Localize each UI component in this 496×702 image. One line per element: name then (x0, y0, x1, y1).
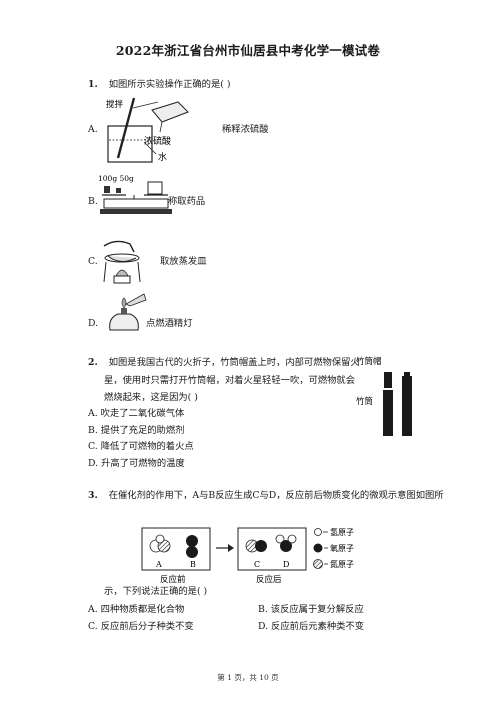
crucible-tongs (103, 240, 135, 253)
beaker (107, 125, 153, 163)
label-water: 水 (158, 151, 167, 163)
molecule-b (186, 535, 198, 547)
q2-stem-line2: 星，使用时只需打开竹筒帽，对着火星轻轻一吹，可燃物就会 (104, 375, 356, 386)
q3-option-a: A. 四种物质都是化合物 (88, 604, 185, 615)
q3-figure-reaction: A B C D 反应前 反应后 氢原子 氧原子 氮原子 (141, 527, 354, 584)
q1-option-a-text: 稀释浓硫酸 (222, 124, 269, 135)
q1-stem-text: 如图所示实验操作正确的是( ) (108, 79, 231, 90)
legend-hydrogen-swatch (314, 528, 322, 536)
label-tube: 竹筒 (356, 396, 373, 407)
q2-option-b: B. 提供了充足的助燃剂 (88, 425, 185, 436)
label-acid: 浓硫酸 (144, 135, 171, 147)
q1-figure-d (109, 293, 147, 331)
legend-nitrogen-swatch (313, 559, 323, 569)
bamboo-cap (384, 372, 392, 388)
q1-option-d-text: 点燃酒精灯 (146, 318, 193, 329)
label-before: 反应前 (160, 574, 186, 584)
q1-number: 1. (88, 79, 98, 90)
q3-option-b: B. 该反应属于复分解反应 (258, 604, 364, 615)
svg-text:D: D (283, 560, 289, 569)
q1-option-d-letter: D. (88, 318, 99, 329)
label-weights: 100g 50g (98, 174, 134, 183)
label-stir: 搅拌 (106, 99, 124, 110)
q3-stem-line2: 示，下列说法正确的是( ) (104, 586, 208, 597)
q1-option-a-letter: A. (88, 124, 98, 135)
q2-number: 2. (88, 357, 98, 368)
q1-figure-a: 搅拌 浓硫酸 水 (106, 97, 189, 163)
glass-rod (116, 97, 136, 159)
balance-base (103, 198, 169, 209)
svg-text:C: C (254, 560, 260, 569)
weighing-beaker (147, 181, 163, 195)
molecule-d (275, 534, 285, 544)
q3-number: 3. (88, 490, 98, 501)
bamboo-tube-left (383, 390, 393, 436)
q3-option-c: C. 反应前后分子种类不变 (88, 621, 194, 632)
label-after: 反应后 (256, 574, 282, 584)
q2-stem-line3: 燃烧起来，这是因为( ) (104, 392, 198, 403)
q3-stem-line1: 3. 在催化剂的作用下，A与B反应生成C与D，反应前后物质变化的微观示意图如图所 (88, 490, 444, 501)
q1-figure-c (103, 240, 141, 284)
legend-nitrogen: 氮原子 (330, 559, 354, 569)
q2-option-d: D. 升高了可燃物的温度 (88, 458, 185, 469)
q1-figure-b: 100g 50g (98, 174, 172, 214)
evaporating-dish (107, 255, 137, 262)
q3-option-d: D. 反应前后元素种类不变 (258, 621, 365, 632)
q2-stem-line1: 2. 如图是我国古代的火折子，竹筒帽盖上时，内部可燃物保留火 (88, 357, 360, 368)
q2-option-c: C. 降低了可燃物的着火点 (88, 441, 194, 452)
q1-stem: 1. 如图所示实验操作正确的是( ) (88, 79, 230, 91)
exam-title: 2022年浙江省台州市仙居县中考化学一模试卷 (115, 43, 381, 58)
q2-figure-fire-starter: 竹筒帽 竹筒 (356, 356, 412, 436)
q1-option-c-text: 取放蒸发皿 (160, 256, 207, 267)
label-cap: 竹筒帽 (356, 356, 382, 367)
legend-hydrogen: 氢原子 (330, 527, 354, 537)
q2-option-a: A. 吹走了二氧化碳气体 (88, 408, 185, 419)
q1-option-b-letter: B. (88, 196, 98, 207)
box-after (237, 527, 307, 571)
second-lamp (125, 293, 147, 307)
q1-option-c-letter: C. (88, 256, 98, 267)
legend-oxygen: 氧原子 (330, 543, 354, 553)
alcohol-lamp (109, 313, 139, 331)
box-before (141, 527, 211, 571)
svg-text:B: B (190, 560, 196, 569)
page-footer: 第 1 页，共 10 页 (217, 673, 279, 682)
svg-text:A: A (155, 560, 162, 569)
reagent-bottle (151, 101, 189, 123)
legend-oxygen-swatch (313, 543, 323, 553)
q1-option-b-text: 称取药品 (168, 196, 206, 207)
bamboo-tube-right (402, 376, 412, 436)
